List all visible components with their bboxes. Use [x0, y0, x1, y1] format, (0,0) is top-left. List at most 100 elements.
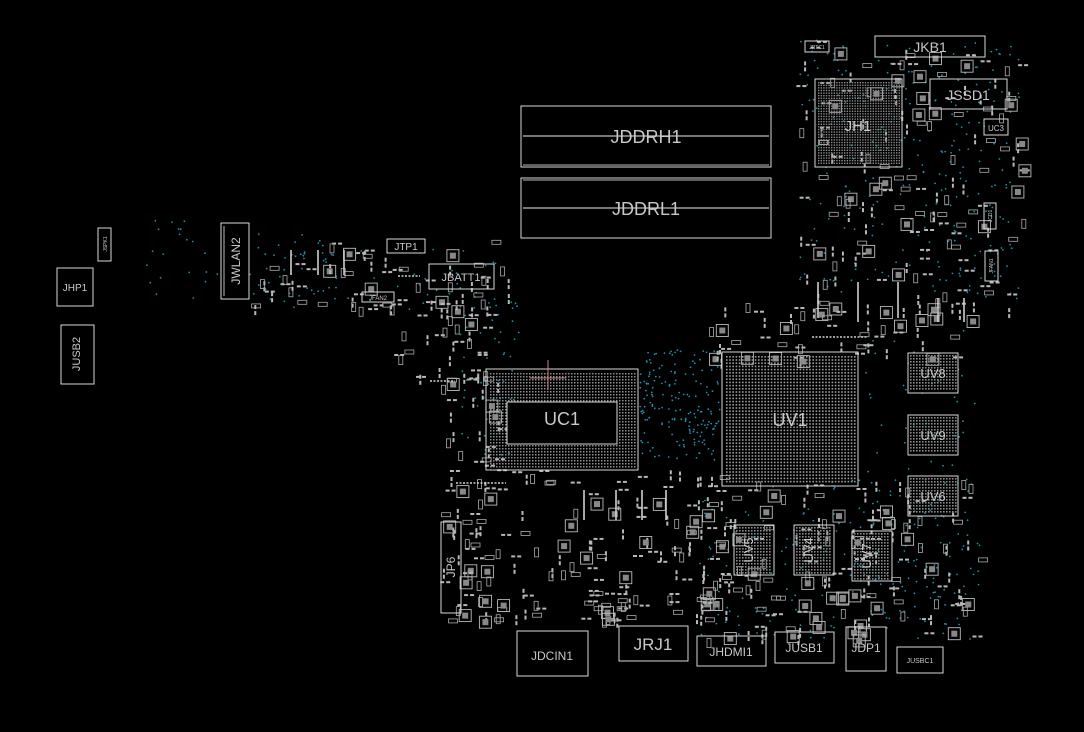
component-uv9[interactable]: UV9 — [907, 414, 959, 456]
passive-pad — [485, 445, 490, 448]
passive-pad — [390, 311, 393, 316]
passive-pad — [974, 134, 977, 139]
via — [913, 559, 915, 562]
ic-outline — [960, 59, 974, 73]
component-uv6[interactable]: UV6 — [907, 475, 959, 517]
via — [700, 633, 703, 636]
passive-pad — [501, 533, 506, 536]
ic-pad — [656, 501, 663, 508]
ic-outline — [488, 410, 502, 424]
passive-pad — [957, 289, 962, 292]
component-jkb1[interactable]: JKB1 — [874, 35, 986, 58]
component-jrtc1[interactable]: JRTC1 — [804, 40, 830, 53]
via — [954, 104, 957, 107]
ic-outline — [608, 507, 622, 521]
passive-pad — [484, 487, 487, 492]
via — [708, 546, 711, 549]
passive-pad — [524, 615, 527, 620]
component-uc1[interactable]: UC1 — [485, 360, 639, 471]
ic-pad — [897, 323, 904, 330]
passive-pad — [987, 227, 990, 232]
passive-outline — [918, 543, 923, 553]
component-jusb1[interactable]: JUSB1 — [774, 631, 835, 664]
via — [1015, 297, 1018, 300]
component-jrj1[interactable]: JRJ1 — [618, 625, 689, 662]
component-jp6[interactable]: JP6 — [440, 521, 462, 614]
component-jusbc1[interactable]: JUSBC1 — [896, 646, 944, 674]
passive-pad — [916, 327, 919, 332]
via — [487, 383, 490, 385]
via — [335, 286, 337, 289]
via — [899, 193, 902, 196]
via — [707, 394, 710, 396]
component-jcd1[interactable]: JCD1 — [983, 202, 997, 230]
via — [962, 545, 965, 547]
via — [737, 633, 740, 636]
via — [993, 275, 996, 277]
passive-pad — [669, 601, 674, 604]
component-jfan1[interactable]: JFAN1 — [984, 250, 999, 282]
component-jhdmi1[interactable]: JHDMI1 — [696, 635, 767, 667]
component-jssd1[interactable]: JSSD1 — [929, 78, 1008, 110]
label-jtp1: JTP1 — [394, 242, 418, 253]
via — [658, 454, 660, 457]
component-jddrh1[interactable]: JDDRH1 — [520, 105, 772, 168]
passive-pad — [625, 586, 630, 589]
ic-pad — [1019, 141, 1026, 147]
via — [920, 546, 923, 549]
passive-pad — [446, 399, 451, 402]
passive-pad — [924, 229, 929, 231]
ic-outline — [915, 314, 929, 327]
passive-outline — [905, 53, 916, 58]
passive-outline — [894, 205, 905, 211]
component-jspk1[interactable]: JSPK1 — [97, 227, 112, 262]
component-uv1[interactable]: UV1 — [721, 351, 859, 487]
via — [480, 381, 482, 384]
component-jdcin1[interactable]: JDCIN1 — [516, 630, 589, 677]
via — [492, 261, 495, 264]
via — [684, 417, 687, 420]
via — [1001, 169, 1004, 172]
ic-outline — [880, 505, 893, 519]
via — [509, 398, 512, 400]
component-jhp1[interactable]: JHP1 — [56, 267, 94, 307]
via — [835, 530, 838, 532]
passive-pad — [423, 314, 428, 317]
passive-pad — [351, 303, 354, 308]
via — [648, 416, 651, 419]
component-jbatt1[interactable]: JBATT1 — [428, 263, 495, 290]
component-jfan2[interactable]: JFAN2 — [361, 291, 395, 303]
component-uv4[interactable]: UV4 — [793, 524, 835, 576]
passive-pad — [891, 538, 894, 543]
component-uv7[interactable]: UV7 — [851, 530, 893, 582]
passive-outline — [441, 512, 452, 518]
component-uv5[interactable]: UV5 — [733, 524, 775, 576]
passive-pad — [522, 594, 525, 599]
passive-pad — [449, 418, 452, 423]
via — [907, 561, 910, 563]
via — [332, 254, 334, 257]
ic-outline — [364, 282, 378, 296]
component-uc3[interactable]: UC3 — [983, 118, 1009, 136]
via — [952, 53, 955, 55]
via — [800, 567, 802, 569]
component-jddrl1[interactable]: JDDRL1 — [520, 177, 772, 239]
ic-pad — [874, 605, 881, 612]
via — [841, 73, 844, 76]
via — [205, 271, 208, 273]
via — [934, 290, 936, 292]
passive-pad — [296, 285, 301, 288]
passive-pad — [373, 304, 378, 307]
memory-ball-grid — [854, 533, 889, 580]
passive-pad — [1017, 149, 1020, 154]
ic-pad — [851, 629, 857, 636]
component-jusb2[interactable]: JUSB2 — [60, 324, 95, 385]
component-jtp1[interactable]: JTP1 — [386, 238, 426, 254]
component-jdp1[interactable]: JDP1 — [845, 626, 887, 672]
via — [674, 363, 676, 366]
passive-outline — [481, 457, 492, 463]
component-jwlan2[interactable]: JWLAN2 — [220, 222, 250, 300]
component-uv8[interactable]: UV8 — [907, 352, 959, 394]
passive-pad — [486, 276, 491, 279]
component-jh1[interactable]: JH1 — [814, 78, 903, 168]
